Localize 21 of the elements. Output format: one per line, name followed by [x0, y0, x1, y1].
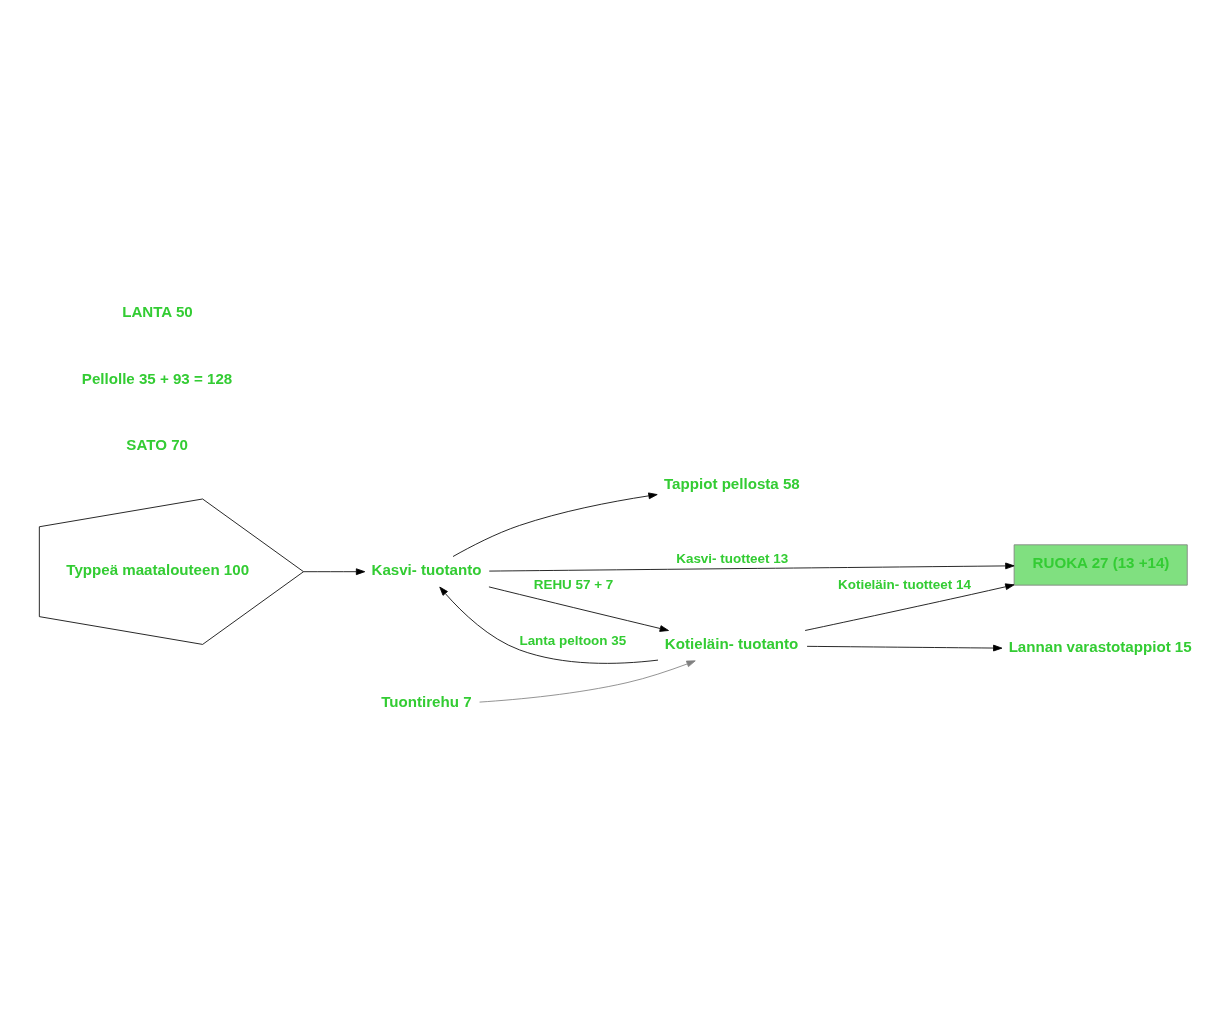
arrow [452, 492, 658, 557]
label: SATO 70 [126, 436, 188, 454]
node-text: Tappiot pellosta 58 [664, 474, 800, 492]
arrow [804, 583, 1015, 631]
edge-label: Kasvi- tuotteet 13 [676, 551, 789, 567]
label: LANTA 50 [122, 303, 193, 321]
label: Pellolle 35 + 93 = 128 [81, 369, 233, 387]
edge-label: Lanta peltoon 35 [519, 632, 627, 648]
edge-label: Kotieläin- tuotteet 14 [838, 577, 971, 593]
node-text: Tuontirehu 7 [381, 693, 472, 711]
node-text: Kasvi- tuotanto [371, 560, 482, 578]
node-text: Lannan varastotappiot 15 [1008, 637, 1192, 655]
node-text: Kotieläin- tuotanto [664, 634, 799, 652]
node-box: RUOKA 27 (13 +14) [1013, 544, 1188, 586]
arrow [806, 644, 1003, 652]
arrow [439, 586, 659, 664]
arrow [303, 568, 366, 576]
arrow [488, 562, 1015, 572]
arrow [488, 586, 669, 632]
edge-label: REHU 57 + 7 [533, 577, 614, 593]
arrow [479, 660, 696, 703]
